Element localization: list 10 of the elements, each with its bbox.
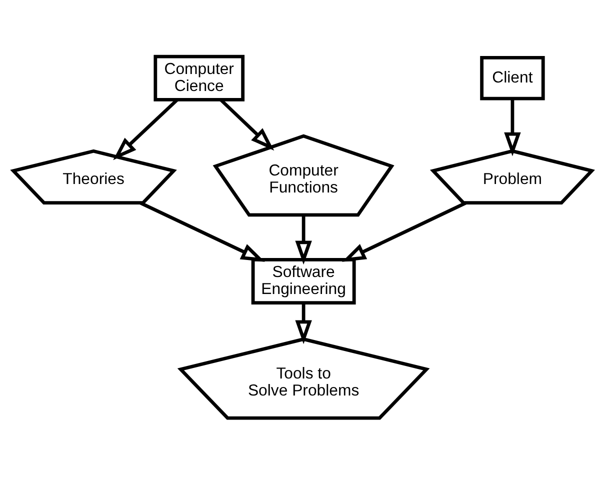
- arrow: [295, 214, 312, 264]
- node-box: Computer Cience: [154, 54, 245, 101]
- node-box: Client: [480, 55, 545, 100]
- arrow: [342, 200, 467, 262]
- arrow: [220, 98, 274, 150]
- node-box: Software Engineering: [251, 257, 356, 304]
- arrow: [113, 98, 178, 160]
- arrow: [504, 98, 521, 156]
- arrow: [295, 302, 312, 344]
- arrow: [139, 200, 265, 262]
